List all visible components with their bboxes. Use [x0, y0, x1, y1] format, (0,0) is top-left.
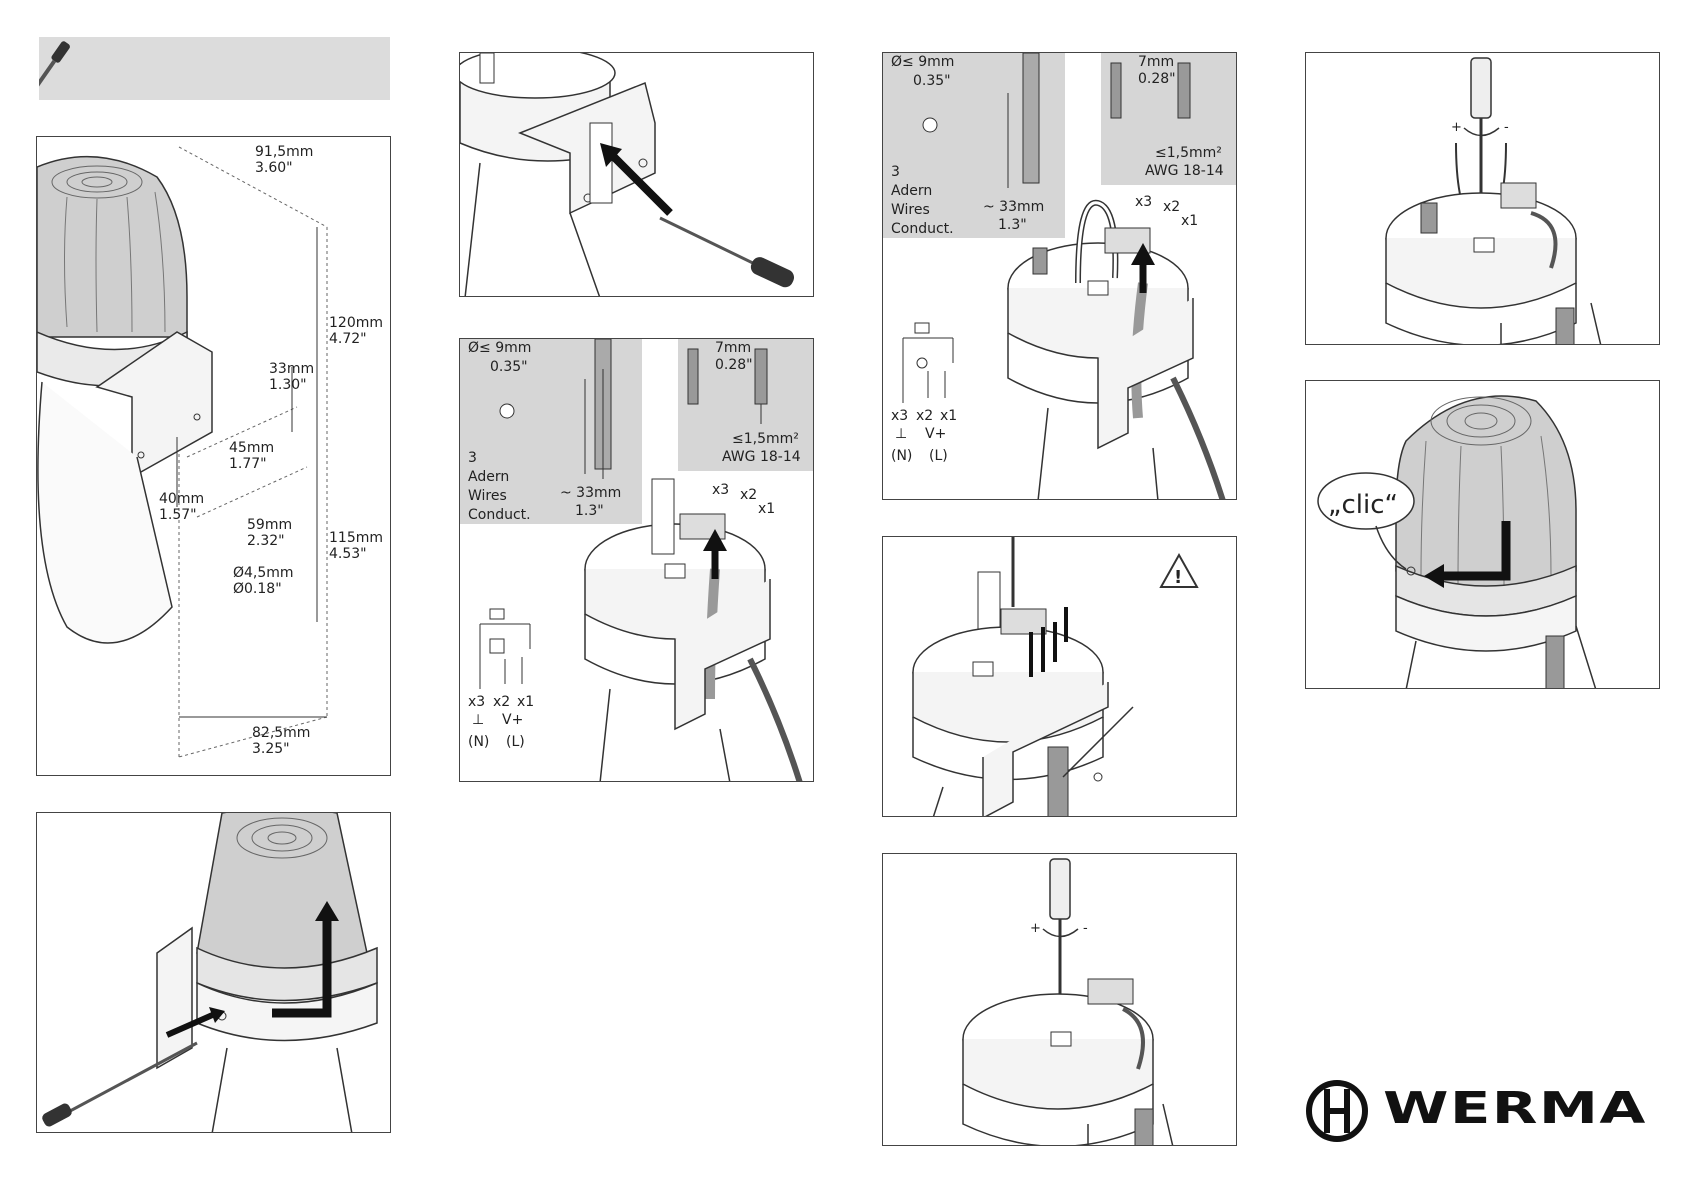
term-x1-b: x1	[1181, 213, 1198, 229]
screw-minus-b: -	[1504, 120, 1509, 135]
panel-warning-terminals: !	[882, 536, 1237, 817]
term-x2-a: x2	[740, 487, 757, 503]
dim-bracket-w: 33mm	[269, 361, 314, 377]
panel-wiring-b: Ø≤ 9mm 0.35" 3 Adern Wires Conduct. ~ 33…	[882, 52, 1237, 500]
dim-width-in: 3.60"	[255, 160, 293, 176]
screw-plus-a: +	[1030, 921, 1041, 936]
spec-cores-en-b: Wires	[891, 202, 930, 218]
spec-length-in-b: 1.3"	[998, 217, 1027, 233]
dim-depth: 82,5mm	[252, 725, 310, 741]
panel-open-dome	[36, 812, 391, 1133]
werma-emblem-icon	[1306, 1080, 1368, 1142]
dim-bracket-h-in: 1.57"	[159, 507, 197, 523]
panel-tighten-screw: + -	[882, 853, 1237, 1146]
sch-vplus-a: V+	[502, 712, 523, 728]
panel-dimensions: 91,5mm 3.60" 120mm 4.72" 33mm 1.30" 45mm…	[36, 136, 391, 776]
sch-x2-b: x2	[916, 408, 933, 424]
term-x2-b: x2	[1163, 199, 1180, 215]
sch-x1-a: x1	[517, 694, 534, 710]
term-x3-b: x3	[1135, 194, 1152, 210]
dim-bracket-w-in: 1.30"	[269, 377, 307, 393]
sch-l-b: (L)	[929, 448, 948, 464]
sch-x3-a: x3	[468, 694, 485, 710]
dim-hole-offset: 59mm	[247, 517, 292, 533]
sch-l-a: (L)	[506, 734, 525, 750]
spec-cores-fr-b: Conduct.	[891, 221, 954, 237]
term-x3-a: x3	[712, 482, 729, 498]
dim-hole-dia: Ø4,5mm	[233, 565, 294, 581]
spec-length-in: 1.3"	[575, 503, 604, 519]
spec-count-b: 3	[891, 164, 900, 180]
dim-hole-spacing: 45mm	[229, 440, 274, 456]
dim-height-bottom-in: 4.53"	[329, 546, 367, 562]
panel-tighten-screw-top: + -	[1305, 52, 1660, 345]
brand-name: WERMA	[1383, 1083, 1647, 1134]
spec-strip-in: 0.28"	[715, 357, 753, 373]
sch-x2-a: x2	[493, 694, 510, 710]
spec-cores-en: Wires	[468, 488, 507, 504]
spec-count: 3	[468, 450, 477, 466]
warning-mark: !	[1174, 567, 1182, 588]
dim-hole-spacing-in: 1.77"	[229, 456, 267, 472]
sch-x3-b: x3	[891, 408, 908, 424]
click-label: „clic“	[1328, 490, 1398, 520]
spec-strip: 7mm	[715, 340, 751, 356]
sch-gnd-b: ⊥	[895, 426, 907, 442]
spec-strip-b: 7mm	[1138, 54, 1174, 70]
spec-cores-de-b: Adern	[891, 183, 932, 199]
spec-dia: Ø≤ 9mm	[468, 340, 531, 356]
spec-section-b: ≤1,5mm²	[1155, 145, 1222, 161]
spec-length: ~ 33mm	[560, 485, 621, 501]
spec-strip-in-b: 0.28"	[1138, 71, 1176, 87]
sch-gnd-a: ⊥	[472, 712, 484, 728]
screw-minus-a: -	[1083, 921, 1088, 936]
panel-bracket-release	[459, 52, 814, 297]
warning-icon: !	[1159, 552, 1199, 588]
sch-x1-b: x1	[940, 408, 957, 424]
spec-section: ≤1,5mm²	[732, 431, 799, 447]
panel-close-dome: „clic“	[1305, 380, 1660, 689]
sch-n-b: (N)	[891, 448, 912, 464]
spec-awg-b: AWG 18-14	[1145, 163, 1224, 179]
click-bubble	[1317, 472, 1415, 570]
screw-plus-b: +	[1451, 120, 1462, 135]
dim-width: 91,5mm	[255, 144, 313, 160]
dim-hole-dia-in: Ø0.18"	[233, 581, 282, 597]
term-x1-a: x1	[758, 501, 775, 517]
spec-cores-de: Adern	[468, 469, 509, 485]
screwdriver-icon	[34, 41, 70, 90]
spec-cores-fr: Conduct.	[468, 507, 531, 523]
brand-logo: WERMA	[1305, 1075, 1645, 1149]
dim-height-bottom: 115mm	[329, 530, 383, 546]
spec-dia-b: Ø≤ 9mm	[891, 54, 954, 70]
sch-vplus-b: V+	[925, 426, 946, 442]
spec-length-b: ~ 33mm	[983, 199, 1044, 215]
spec-dia-in: 0.35"	[490, 359, 528, 375]
tool-header-bar	[34, 37, 390, 100]
spec-dia-in-b: 0.35"	[913, 73, 951, 89]
dim-hole-offset-in: 2.32"	[247, 533, 285, 549]
spec-awg: AWG 18-14	[722, 449, 801, 465]
dim-depth-in: 3.25"	[252, 741, 290, 757]
dim-bracket-h: 40mm	[159, 491, 204, 507]
dim-height-top-in: 4.72"	[329, 331, 367, 347]
panel-wiring-a: Ø≤ 9mm 0.35" 3 Adern Wires Conduct. ~ 33…	[459, 338, 814, 782]
sch-n-a: (N)	[468, 734, 489, 750]
dim-height-top: 120mm	[329, 315, 383, 331]
